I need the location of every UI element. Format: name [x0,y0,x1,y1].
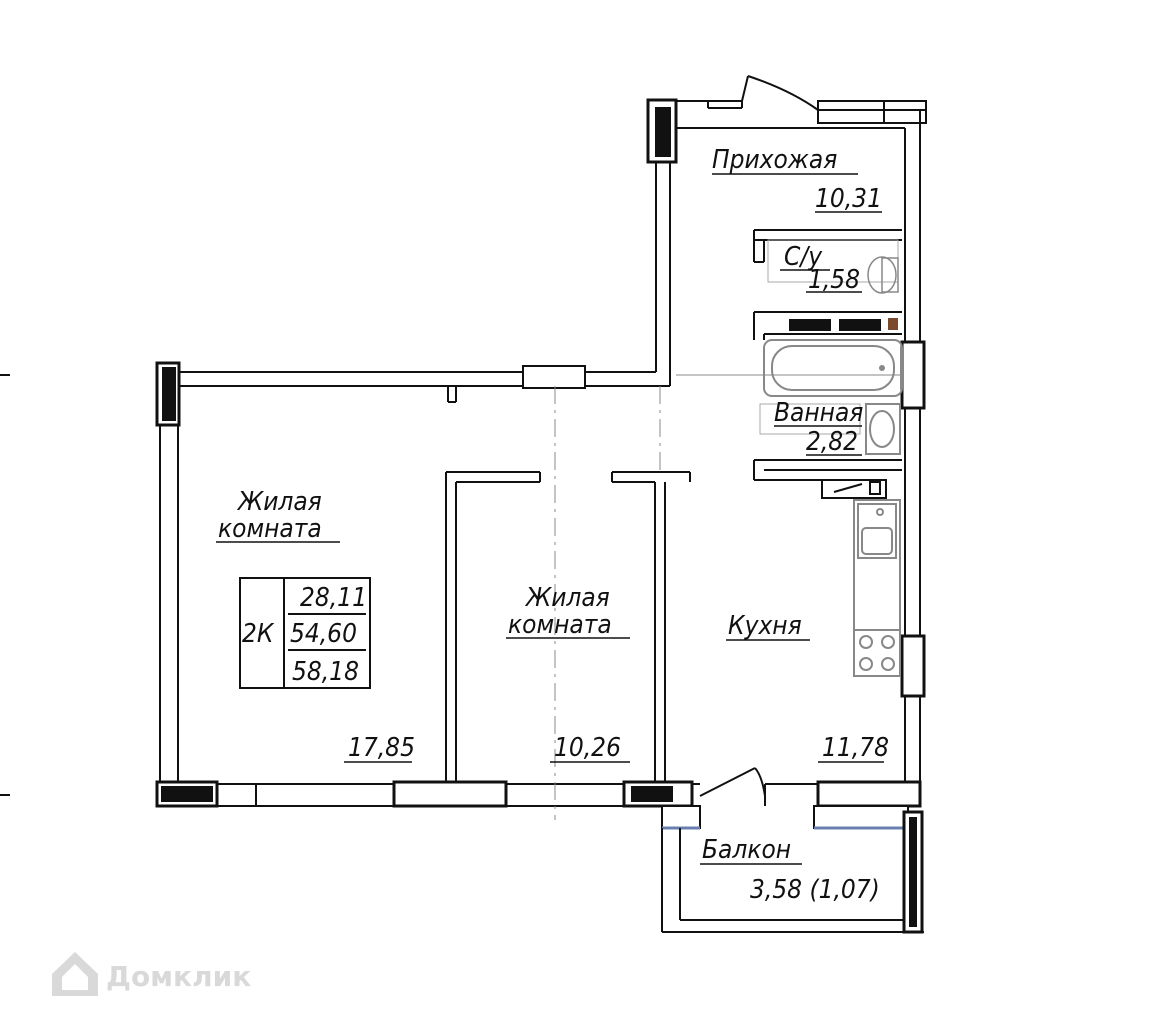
kitchen-name: Кухня [728,611,802,641]
living2-name-line1: Жилая [524,583,610,613]
wc-block [753,229,902,294]
entrance-door [741,75,819,111]
wc-name: С/у [784,242,823,272]
right-outer-wall [900,110,926,790]
summary-box [239,577,371,689]
living1-name-line1: Жилая [236,487,322,517]
summary-living-area: 28,11 [300,583,367,613]
left-outer-wall [155,361,181,782]
kitchen-sink-icon [857,503,897,559]
watermark-text: Домклик [106,960,251,993]
living2-area: 10,26 [554,733,621,763]
living-top-wall [180,365,670,403]
partition-kitchen [611,471,691,782]
toilet-icon [867,256,897,294]
bottom-outer-wall [155,780,922,808]
kitchen-counter [853,499,901,677]
partition-living [445,471,541,782]
bath-name: Ванная [774,398,863,428]
summary-total-area: 54,60 [290,619,357,649]
hall-top-wall [646,98,927,164]
summary-type: 2К [242,619,275,649]
wc-area: 1,58 [808,265,860,295]
bath-area: 2,82 [806,427,858,457]
living1-area: 17,85 [348,733,415,763]
bath-kitchen-wall [753,459,902,499]
kitchen-area: 11,78 [822,733,889,763]
hall-left-wall [655,162,671,386]
house-logo-icon [52,952,98,996]
balcony-outline [661,805,924,934]
balcony-name: Балкон [702,835,791,865]
hall-name: Прихожая [712,145,837,175]
bathtub-icon [763,339,903,397]
balcony-door [699,767,766,797]
wc-bath-wall [753,311,902,340]
sink-icon [865,403,901,455]
hall-area: 10,31 [815,184,882,214]
watermark: Домклик [52,952,251,996]
living2-name-line2: комната [508,610,612,640]
balcony-area: 3,58 (1,07) [750,875,880,905]
stove-icon [853,629,901,677]
summary-total-with-balcony: 58,18 [292,657,359,687]
living1-name-line2: комната [218,514,322,544]
axis-lines [554,374,900,820]
